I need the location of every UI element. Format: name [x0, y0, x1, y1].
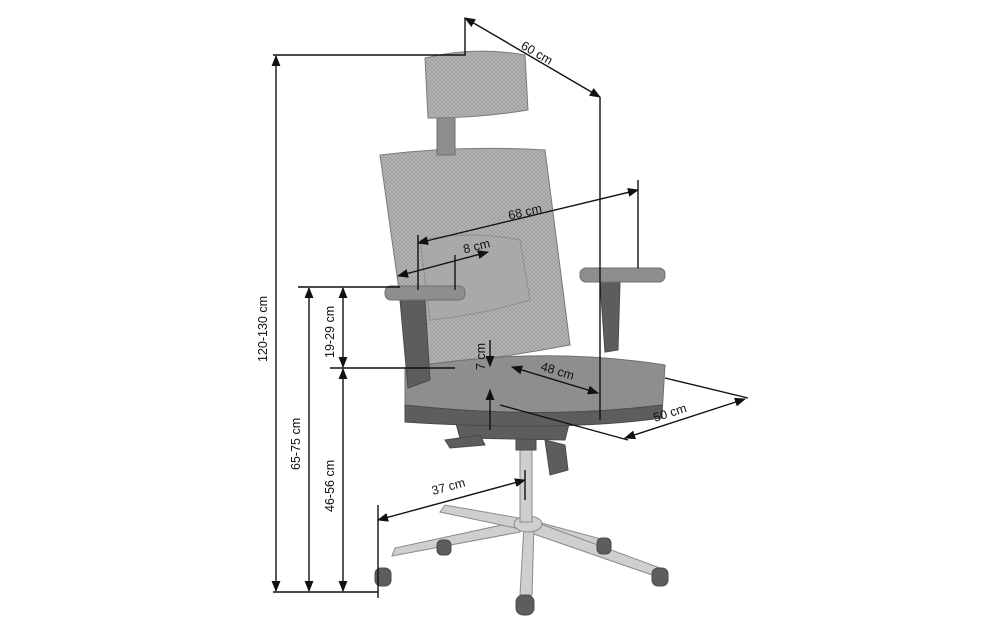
seat-width-arrow: [510, 365, 600, 395]
arm-adjust-arrow: [396, 250, 490, 278]
label-arm-adjust: 8 cm: [462, 236, 492, 256]
base-radius-arrow: [376, 478, 527, 522]
label-seat-height: 46-56 cm: [323, 460, 337, 512]
label-arm-floor-height: 65-75 cm: [289, 418, 303, 470]
label-total-height: 120-130 cm: [256, 296, 270, 362]
seat-depth-arrow: [623, 397, 747, 440]
office-chair-illustration: [374, 50, 669, 616]
label-seat-depth-adjust: 7 cm: [474, 343, 488, 370]
label-arm-height: 19-29 cm: [323, 306, 337, 358]
label-base-radius: 37 cm: [430, 476, 467, 498]
adjust-lever: [544, 439, 569, 476]
depth-total-arrow: [464, 17, 601, 98]
headrest: [424, 50, 529, 119]
casters: [374, 537, 669, 616]
left-armrest: [384, 285, 466, 389]
right-armrest: [579, 267, 666, 353]
dimension-lines: [271, 17, 749, 598]
width-arms-arrow: [416, 188, 640, 245]
